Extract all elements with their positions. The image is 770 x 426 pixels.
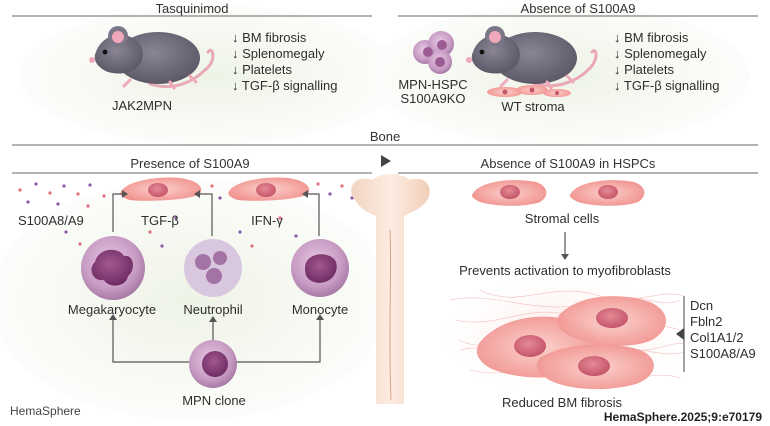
gene-item: Dcn (690, 298, 714, 313)
label-mpn-clone: MPN clone (182, 393, 246, 408)
effect-item: ↓ TGF-β signalling (232, 78, 338, 93)
stromal-cell (120, 177, 202, 201)
journal-name: HemaSphere (10, 404, 81, 418)
fibrosis-illustration (445, 278, 685, 394)
mouse-icon (466, 26, 598, 90)
bone-icon (351, 174, 430, 404)
label-jak2mpn: JAK2MPN (112, 98, 172, 113)
label-mpn-hspc: MPN-HSPC S100A9KO (398, 77, 468, 106)
label-tgf-beta: TGF-β (141, 213, 179, 228)
effect-item: ↓ Splenomegaly (232, 46, 325, 61)
gene-item: Fbln2 (690, 314, 723, 329)
monocyte-cell (291, 239, 349, 297)
stromal-cell (228, 177, 310, 201)
stroma-icon (487, 85, 571, 97)
flow-arrows (112, 193, 321, 363)
effect-item: ↓ BM fibrosis (232, 30, 307, 45)
label-reduced-fibrosis: Reduced BM fibrosis (502, 395, 622, 410)
neutrophil-cell (184, 239, 242, 297)
label-ifn-gamma: IFN-γ (251, 213, 283, 228)
effect-item: ↓ Splenomegaly (614, 46, 707, 61)
megakaryocyte-cell (81, 236, 145, 300)
effect-item: ↓ Platelets (232, 62, 292, 77)
effect-item: ↓ BM fibrosis (614, 30, 689, 45)
title-bone: Bone (369, 129, 401, 144)
label-neutrophil: Neutrophil (183, 302, 243, 317)
gene-item: Col1A1/2 (690, 330, 744, 345)
effect-item: ↓ Platelets (614, 62, 674, 77)
label-wt-stroma: WT stroma (501, 99, 565, 114)
arrow-heads (109, 190, 324, 322)
mouse-icon (89, 26, 215, 90)
label-monocyte: Monocyte (291, 302, 349, 317)
title-absence-hspcs: Absence of S100A9 in HSPCs (480, 156, 656, 171)
label-s100a8-a9: S100A8/A9 (18, 213, 84, 228)
title-absence-s100a9: Absence of S100A9 (520, 1, 636, 16)
label-stromal-cells: Stromal cells (524, 211, 600, 226)
flow-arrow (561, 232, 569, 260)
play-arrow-icon (381, 155, 391, 167)
mpn-clone-cell (189, 340, 237, 388)
gene-list: Dcn Fbln2 Col1A1/2 S100A8/A9 (690, 298, 756, 362)
label-prevents-activation: Prevents activation to myofibroblasts (459, 263, 671, 278)
title-presence-s100a9: Presence of S100A9 (130, 156, 250, 171)
effects-list-right: ↓ BM fibrosis ↓ Splenomegaly ↓ Platelets… (614, 30, 720, 94)
effects-list-left: ↓ BM fibrosis ↓ Splenomegaly ↓ Platelets… (232, 30, 338, 94)
stromal-cell (472, 180, 547, 206)
gene-bracket (676, 296, 685, 372)
stromal-cell (570, 180, 645, 206)
citation: HemaSphere.2025;9:e70179 (603, 410, 762, 424)
effect-item: ↓ TGF-β signalling (614, 78, 720, 93)
gene-item: S100A8/A9 (690, 346, 756, 361)
hspc-cluster-icon (413, 31, 454, 74)
label-megakaryocyte: Megakaryocyte (67, 302, 157, 317)
background-blob (20, 5, 400, 145)
title-tasquinimod: Tasquinimod (155, 1, 229, 16)
